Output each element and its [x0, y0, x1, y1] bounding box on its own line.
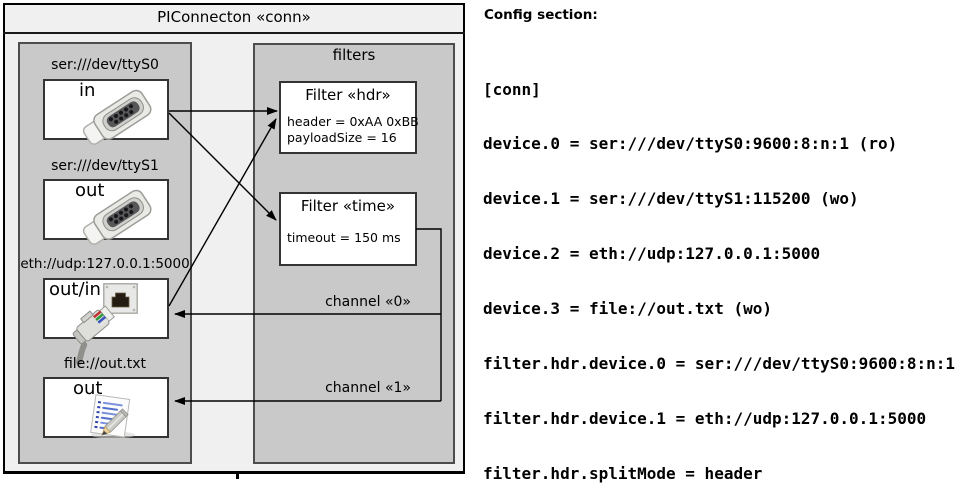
diagram-title: PIConnecton «conn» — [157, 8, 311, 26]
title-separator — [3, 32, 465, 34]
config-line: filter.hdr.device.1 = eth://udp:127.0.0.… — [483, 408, 927, 428]
device-box-file: out — [43, 377, 169, 439]
device-io-label: out — [75, 180, 105, 201]
config-line: device.0 = ser:///dev/ttyS0:9600:8:n:1 (… — [483, 134, 898, 154]
filters-panel-title: filters — [332, 46, 376, 64]
filter-hdr-param-payloadsize: payloadSize = 16 — [287, 130, 397, 145]
frame-bottom-notch — [236, 474, 239, 479]
filter-hdr-box: Filter «hdr» header = 0xAA 0xBB payloadS… — [279, 81, 419, 154]
notepad-icon — [90, 394, 135, 439]
device-io-label: out — [73, 378, 103, 399]
config-line: [conn] — [483, 79, 541, 99]
config-line: device.1 = ser:///dev/ttyS1:115200 (wo) — [483, 189, 859, 209]
device-url-ttys1: ser:///dev/ttyS1 — [51, 158, 159, 174]
filter-hdr-title: Filter «hdr» — [305, 86, 391, 104]
device-url-file: file://out.txt — [63, 356, 147, 372]
config-line: filter.hdr.device.0 = ser:///dev/ttyS0:9… — [483, 354, 956, 374]
device-url-ttys0: ser:///dev/ttyS0 — [51, 57, 159, 73]
ethernet-jack-icon — [103, 283, 138, 314]
serial-connector-icon — [82, 89, 152, 145]
config-line: filter.hdr.splitMode = header — [483, 463, 763, 483]
channel-1-label: channel «1» — [325, 380, 411, 396]
filter-time-param-timeout: timeout = 150 ms — [287, 230, 401, 245]
device-box-ttys0: in — [43, 79, 169, 145]
filter-hdr-param-header: header = 0xAA 0xBB — [287, 114, 419, 129]
config-heading: Config section: — [484, 7, 598, 23]
serial-connector-icon — [82, 189, 152, 245]
device-box-eth: out/in — [43, 278, 169, 365]
channel-0-label: channel «0» — [325, 294, 411, 310]
device-io-label: out/in — [49, 279, 101, 300]
ethernet-plug-icon — [72, 305, 115, 365]
config-text: [conn] device.0 = ser:///dev/ttyS0:9600:… — [483, 44, 964, 484]
device-io-label: in — [79, 80, 96, 101]
device-url-eth: eth://udp:127.0.0.1:5000 — [20, 256, 190, 272]
filter-time-title: Filter «time» — [300, 197, 396, 215]
config-line: device.3 = file://out.txt (wo) — [483, 299, 772, 319]
filter-time-box: Filter «time» timeout = 150 ms — [279, 192, 417, 266]
config-line: device.2 = eth://udp:127.0.0.1:5000 — [483, 244, 821, 264]
device-box-ttys1: out — [43, 179, 169, 245]
